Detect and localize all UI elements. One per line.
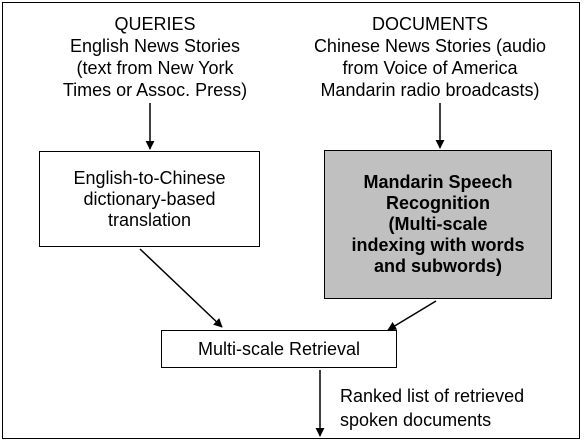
arrow-translation-to-retrieval	[139, 248, 223, 328]
queries-heading: QUERIES	[114, 14, 196, 34]
queries-line-2: (text from New York	[76, 58, 234, 78]
documents-line-1: Chinese News Stories (audio	[313, 36, 547, 56]
documents-line-2: from Voice of America	[342, 58, 518, 78]
queries-line-3: Times or Assoc. Press)	[62, 80, 248, 100]
speech-recognition-label: Mandarin Speech Recognition (Multi-scale…	[351, 172, 525, 276]
arrow-recognition-to-retrieval	[387, 300, 437, 331]
output-line-1: Ranked list of retrieved	[340, 386, 525, 406]
documents-line-3: Mandarin radio broadcasts)	[320, 80, 540, 100]
translation-label: English-to-Chinese dictionary-based tran…	[73, 167, 226, 230]
documents-heading: DOCUMENTS	[372, 14, 488, 34]
retrieval-label: Multi-scale Retrieval	[197, 338, 361, 359]
queries-line-1: English News Stories	[69, 36, 241, 56]
speech-recognition-box: Mandarin Speech Recognition (Multi-scale…	[324, 150, 552, 299]
translation-box: English-to-Chinese dictionary-based tran…	[39, 151, 260, 247]
diagram-frame	[2, 2, 580, 439]
retrieval-box: Multi-scale Retrieval	[161, 330, 397, 368]
output-line-2: spoken documents	[340, 410, 492, 430]
